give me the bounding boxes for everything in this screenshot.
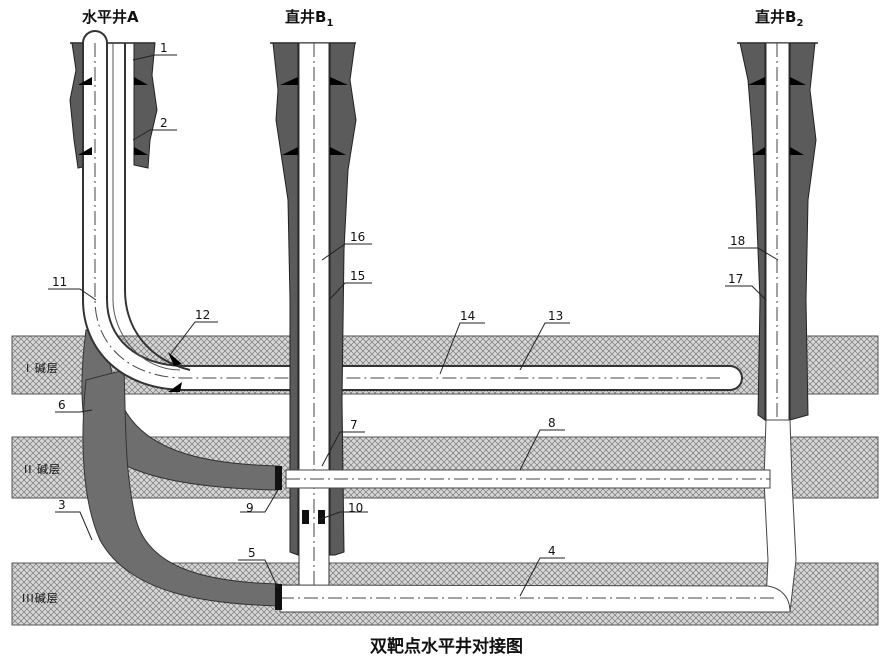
callout-17: 17: [728, 272, 744, 286]
callout-2: 2: [160, 116, 168, 130]
well-docking-diagram: [11, 30, 879, 626]
packer-9: [275, 466, 282, 490]
callout-15: 15: [350, 269, 366, 283]
callout-7: 7: [350, 418, 358, 432]
packer-10-right: [318, 510, 325, 524]
well-b1-casing: [272, 42, 357, 556]
layer-label-3: III碱层: [22, 592, 59, 605]
layer-label-2: II 碱层: [24, 463, 61, 476]
callout-10: 10: [348, 501, 364, 515]
well-b1-title: 直井B1: [285, 8, 334, 29]
callout-12: 12: [195, 308, 211, 322]
figure-caption: 双靶点水平井对接图: [370, 637, 523, 657]
callout-16: 16: [350, 230, 366, 244]
well-b2-casing: [739, 42, 817, 421]
callout-9: 9: [246, 501, 254, 515]
well-b2-title: 直井B2: [755, 8, 804, 29]
callout-11: 11: [52, 275, 68, 289]
leader-lines: [48, 54, 779, 597]
layer-label-1: I 碱层: [26, 362, 59, 375]
well-b2-open-hole: [763, 419, 797, 613]
centralizers: [78, 77, 806, 392]
callout-6: 6: [58, 398, 66, 412]
callout-4: 4: [548, 544, 556, 558]
packers: [275, 466, 325, 610]
packer-10-left: [302, 510, 309, 524]
callout-14: 14: [460, 309, 476, 323]
callout-1: 1: [160, 41, 168, 55]
well-a-title: 水平井A: [82, 8, 139, 26]
packer-5: [275, 584, 282, 610]
callout-8: 8: [548, 416, 556, 430]
callout-18: 18: [730, 234, 746, 248]
callout-5: 5: [248, 546, 256, 560]
layer-3-channel: [279, 584, 791, 613]
callout-3: 3: [58, 498, 66, 512]
callout-13: 13: [548, 309, 564, 323]
